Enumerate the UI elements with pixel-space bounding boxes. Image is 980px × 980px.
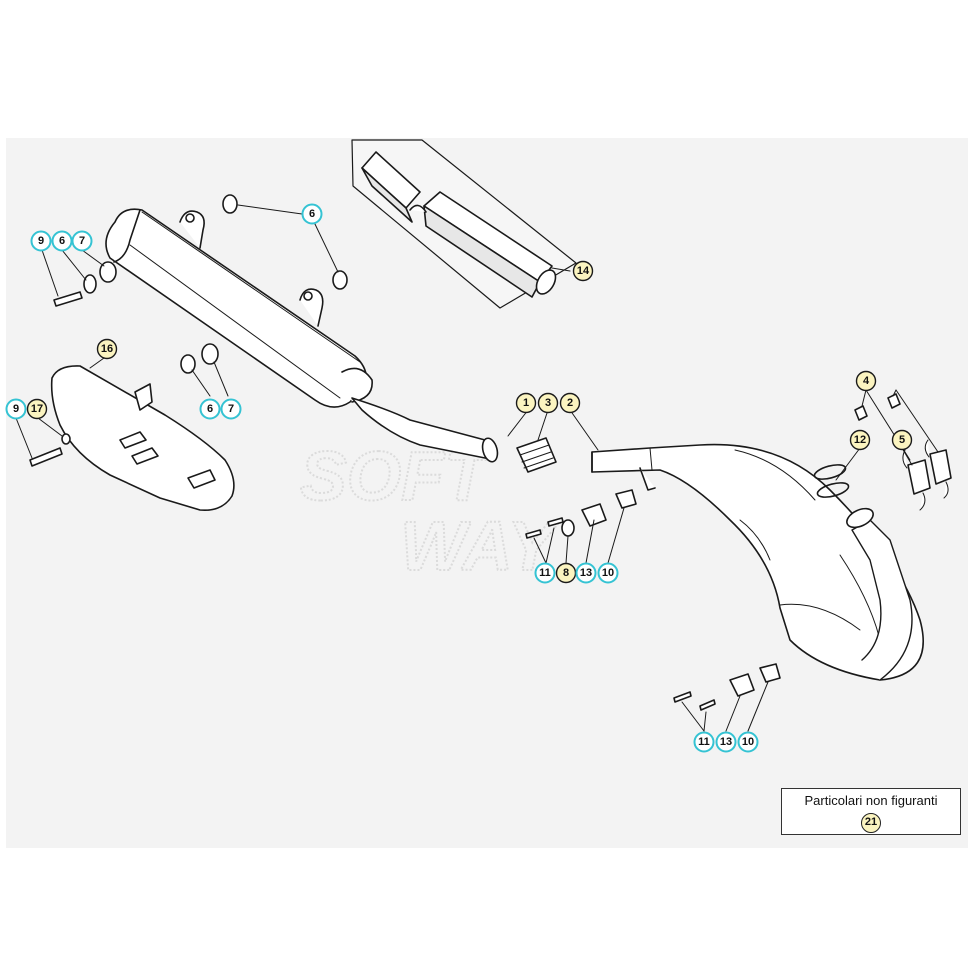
- legend-badge: 21: [861, 813, 881, 833]
- svg-text:9: 9: [38, 235, 44, 247]
- springs: [854, 393, 952, 511]
- callout-8: 8: [555, 562, 577, 584]
- svg-text:6: 6: [207, 403, 213, 415]
- svg-text:7: 7: [79, 235, 85, 247]
- svg-text:12: 12: [854, 434, 866, 446]
- coupler-sleeve: [516, 437, 557, 473]
- svg-text:14: 14: [577, 265, 590, 277]
- svg-text:17: 17: [31, 403, 43, 415]
- callout-9-left: 9: [30, 230, 52, 252]
- svg-text:2: 2: [567, 397, 573, 409]
- svg-text:13: 13: [720, 736, 732, 748]
- svg-text:3: 3: [545, 397, 551, 409]
- svg-text:5: 5: [899, 434, 905, 446]
- callout-3: 3: [537, 392, 559, 414]
- callout-6-lower: 6: [199, 398, 221, 420]
- svg-text:10: 10: [602, 567, 614, 579]
- svg-text:9: 9: [13, 403, 19, 415]
- callout-14: 14: [572, 260, 594, 282]
- silencer: [105, 208, 499, 463]
- callout-11-mid: 11: [534, 562, 556, 584]
- callout-13-low: 13: [715, 731, 737, 753]
- callout-13-mid: 13: [575, 562, 597, 584]
- svg-text:6: 6: [309, 208, 315, 220]
- callout-1: 1: [515, 392, 537, 414]
- callout-7-left: 7: [71, 230, 93, 252]
- callout-4: 4: [855, 370, 877, 392]
- callout-2: 2: [559, 392, 581, 414]
- svg-text:4: 4: [863, 375, 870, 387]
- callout-10-low: 10: [737, 731, 759, 753]
- callout-17: 17: [26, 398, 48, 420]
- hardware: [29, 194, 781, 711]
- svg-text:13: 13: [580, 567, 592, 579]
- callout-12: 12: [849, 429, 871, 451]
- svg-text:11: 11: [539, 567, 551, 579]
- legend-box: Particolari non figuranti 21: [781, 788, 961, 835]
- svg-text:10: 10: [742, 736, 754, 748]
- legend-title: Particolari non figuranti: [804, 793, 938, 808]
- callout-7-lower: 7: [220, 398, 242, 420]
- callout-16: 16: [96, 338, 118, 360]
- callout-6-left: 6: [51, 230, 73, 252]
- heat-shield: [50, 365, 235, 512]
- svg-text:7: 7: [228, 403, 234, 415]
- svg-text:6: 6: [59, 235, 65, 247]
- callout-11-low: 11: [693, 731, 715, 753]
- svg-text:16: 16: [101, 343, 113, 355]
- svg-text:8: 8: [563, 567, 569, 579]
- svg-text:11: 11: [698, 736, 710, 748]
- callout-6-top: 6: [301, 203, 323, 225]
- svg-text:WAY: WAY: [400, 507, 560, 585]
- callout-9-shield: 9: [5, 398, 27, 420]
- callout-5: 5: [891, 429, 913, 451]
- packing-roll: [361, 151, 557, 298]
- leader-lines: [15, 204, 939, 732]
- callouts: 1 3 2 4 5 6 7 6 9 6 7 8 9 10 10 11 11 12…: [5, 203, 913, 753]
- expansion-chamber: [591, 443, 924, 681]
- callout-10-mid: 10: [597, 562, 619, 584]
- svg-text:1: 1: [523, 397, 529, 409]
